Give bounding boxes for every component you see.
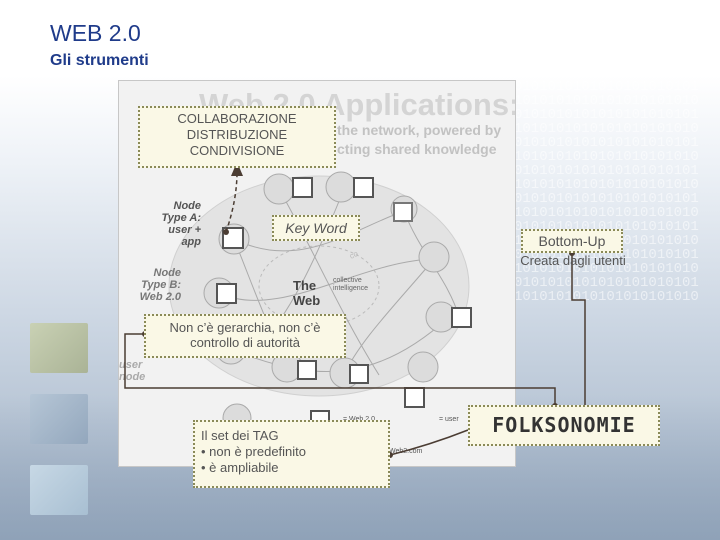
node-icon bbox=[390, 195, 418, 223]
legend-web20: = Web 2.0 bbox=[343, 416, 375, 423]
connector-bottomup-to-folksonomie bbox=[571, 253, 586, 406]
connector-dot bbox=[223, 229, 229, 235]
node-icon bbox=[263, 173, 313, 205]
arrowhead-up bbox=[231, 162, 243, 176]
the-web-label: The Web bbox=[293, 278, 321, 308]
diagram-caption-line-2: cting shared knowledge bbox=[337, 141, 497, 157]
node-type-a-label: Node Type A: user + app bbox=[161, 200, 201, 248]
diagram-caption-line-1: the network, powered by bbox=[337, 122, 502, 138]
callout-key-word: Key Word bbox=[272, 215, 360, 241]
node-icon bbox=[325, 171, 374, 203]
node-type-b-label: Node Type B: Web 2.0 bbox=[139, 267, 181, 303]
decorative-square-light-blue bbox=[30, 465, 88, 515]
decorative-square-olive bbox=[30, 323, 88, 373]
node-icon bbox=[404, 351, 439, 408]
connector-tag-to-folksonomie bbox=[389, 429, 469, 456]
callout-collaboration: COLLABORAZIONE DISTRIBUZIONE CONDIVISION… bbox=[138, 106, 336, 168]
node-icon bbox=[271, 351, 317, 383]
callout-no-hierarchy: Non c’è gerarchia, non c’è controllo di … bbox=[144, 314, 346, 358]
legend-user: = user bbox=[439, 416, 459, 423]
node-icon bbox=[418, 241, 450, 273]
bottom-up-description: Creata dagli utenti bbox=[520, 253, 626, 268]
callout-tag-set: Il set dei TAG • non è predefinito • è a… bbox=[193, 420, 390, 488]
node-icon bbox=[203, 277, 237, 309]
dashed-arrow-keyword-to-collaboration bbox=[225, 171, 238, 233]
node-icon bbox=[425, 301, 472, 333]
node-icon bbox=[329, 357, 369, 389]
callout-folksonomie: FOLKSONOMIE bbox=[468, 405, 660, 446]
slide-subtitle: Gli strumenti bbox=[50, 52, 149, 69]
callout-bottom-up: Bottom-Up bbox=[521, 229, 623, 253]
connector-hierarchy-to-folksonomie bbox=[124, 333, 556, 406]
decorative-square-blue bbox=[30, 394, 88, 444]
slide-title: WEB 2.0 bbox=[50, 20, 141, 46]
svg-text:co: co bbox=[348, 249, 360, 261]
collective-intelligence-label: collective intelligence bbox=[333, 277, 369, 292]
